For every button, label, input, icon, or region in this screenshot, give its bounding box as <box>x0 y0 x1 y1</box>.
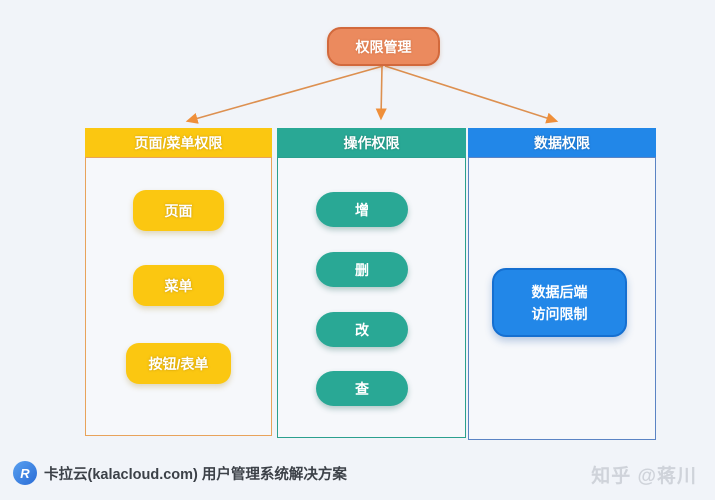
column-header-page-menu: 页面/菜单权限 <box>85 128 272 157</box>
column-data-permission: 数据权限 数据后端 访问限制 <box>468 128 656 440</box>
node-update: 改 <box>316 312 408 347</box>
node-backend-access-restriction: 数据后端 访问限制 <box>492 268 627 337</box>
footer-brand-text: 卡拉云(kalacloud.com) 用户管理系统解决方案 <box>44 466 347 483</box>
column-operation-permission: 操作权限 增 删 改 查 <box>277 128 466 438</box>
column-header-operation: 操作权限 <box>277 128 466 157</box>
root-node-permission-management: 权限管理 <box>327 27 440 66</box>
node-create: 增 <box>316 192 408 227</box>
node-read: 查 <box>316 371 408 406</box>
column-header-data: 数据权限 <box>468 128 656 157</box>
node-button-form: 按钮/表单 <box>126 343 231 384</box>
node-menu: 菜单 <box>133 265 224 306</box>
arrow-root-to-page-menu <box>185 65 384 124</box>
footer-brand: R 卡拉云(kalacloud.com) 用户管理系统解决方案 <box>13 460 347 486</box>
node-page: 页面 <box>133 190 224 231</box>
watermark-zhihu-author: 知乎 @蒋川 <box>591 466 697 487</box>
column-page-menu-permission: 页面/菜单权限 页面 菜单 按钮/表单 <box>85 128 272 436</box>
node-backend-access-line2: 访问限制 <box>531 305 588 322</box>
arrow-root-to-data <box>384 65 559 124</box>
node-backend-access-line1: 数据后端 <box>531 283 588 300</box>
kalacloud-logo-icon: R <box>13 461 37 485</box>
node-delete: 删 <box>316 252 408 287</box>
arrow-root-to-operation <box>375 65 387 121</box>
